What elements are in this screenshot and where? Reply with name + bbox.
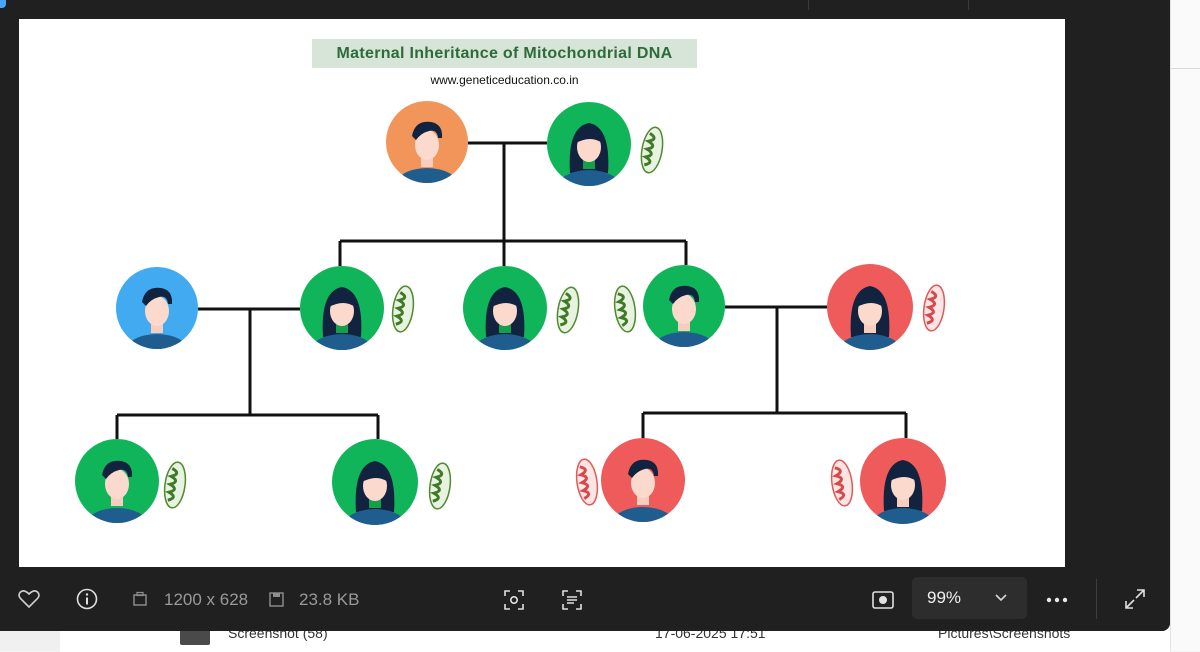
info-icon[interactable] — [74, 586, 100, 612]
wife-avatar — [827, 264, 913, 350]
mitochondria-green-icon — [391, 285, 415, 333]
diagram-title: Maternal Inheritance of Mitochondrial DN… — [336, 44, 673, 62]
daughter-one-avatar — [300, 266, 384, 350]
explorer-right-pane — [1170, 0, 1200, 651]
mitochondria-green-icon — [428, 462, 452, 510]
chevron-down-icon — [992, 589, 1010, 607]
diagram-title-banner: Maternal Inheritance of Mitochondrial DN… — [312, 39, 697, 68]
daughter-two-avatar — [463, 266, 547, 350]
mitochondria-green-icon — [163, 461, 187, 509]
pedigree-connectors — [115, 141, 908, 439]
title-accent — [0, 0, 6, 8]
image-canvas[interactable]: Maternal Inheritance of Mitochondrial DN… — [19, 19, 1065, 567]
grandson-two-avatar — [601, 438, 685, 522]
resolution-icon — [131, 590, 149, 608]
son-avatar — [643, 265, 725, 347]
viewer-toolbar: 1200 x 628 23.8 KB 99% — [0, 567, 1170, 631]
viewer-title-strip — [0, 0, 1170, 20]
photo-viewer-window: Maternal Inheritance of Mitochondrial DN… — [0, 0, 1170, 631]
mitochondria-red-icon — [922, 284, 946, 332]
expand-icon[interactable] — [1122, 586, 1148, 612]
image-file-icon — [180, 627, 210, 645]
granddaughter-two-avatar — [860, 438, 946, 524]
zoom-dropdown[interactable]: 99% — [912, 577, 1027, 619]
pedigree-diagram — [75, 101, 946, 525]
zoom-value: 99% — [927, 588, 962, 607]
save-size-icon — [267, 590, 285, 608]
heart-icon[interactable] — [16, 587, 42, 611]
more-icon[interactable] — [1044, 587, 1070, 613]
diagram-url: www.geneticeducation.co.in — [430, 73, 579, 87]
file-size: 23.8 KB — [299, 590, 360, 609]
mitochondria-green-icon — [640, 126, 664, 174]
toolbar-divider — [1096, 579, 1097, 619]
mitochondria-red-icon — [830, 459, 854, 507]
image-dimensions: 1200 x 628 — [164, 590, 249, 609]
husband-avatar — [116, 267, 198, 349]
mitochondria-green-icon — [613, 285, 637, 333]
granddaughter-one-avatar — [332, 439, 418, 525]
visual-search-icon[interactable] — [501, 587, 527, 613]
mitochondria-red-icon — [575, 458, 599, 506]
grandson-one-avatar — [75, 439, 159, 523]
grandmother-avatar — [547, 102, 631, 186]
text-scan-icon[interactable] — [559, 587, 585, 613]
fit-screen-icon[interactable] — [870, 587, 896, 613]
grandfather-avatar — [386, 101, 468, 183]
mitochondria-green-icon — [556, 286, 580, 334]
